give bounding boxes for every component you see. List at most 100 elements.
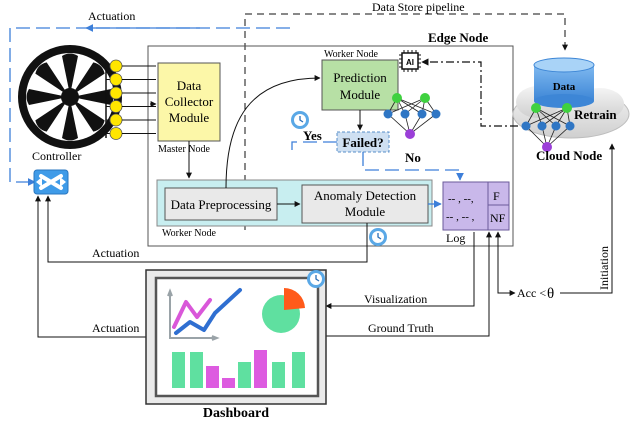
actuation-top-label: Actuation xyxy=(88,9,135,23)
database-icon: Data xyxy=(533,57,595,108)
database-label: Data xyxy=(553,81,576,93)
ground-truth-label: Ground Truth xyxy=(368,321,434,335)
retrain-label: Retrain xyxy=(574,107,617,122)
sensor-icon xyxy=(109,59,123,73)
actuation-mid-label: Actuation xyxy=(92,246,139,260)
anomaly-detection-module: Anomaly Detection Module xyxy=(301,184,429,224)
data-collector-line3: Module xyxy=(169,110,210,125)
data-preprocessing-module: Data Preprocessing xyxy=(164,187,278,221)
dashboard xyxy=(145,269,327,405)
nn-edge xyxy=(409,113,437,135)
nn-edge xyxy=(387,97,426,115)
no-label: No xyxy=(405,150,421,165)
data-store-pipeline: Data Store pipeline xyxy=(244,0,568,230)
nn-node xyxy=(565,121,575,131)
log-f: F xyxy=(493,189,500,203)
sensor-icon xyxy=(109,100,123,113)
prediction-line2: Module xyxy=(340,87,381,102)
anomaly-line1: Anomaly Detection xyxy=(314,188,417,203)
controller: Controller xyxy=(18,45,122,195)
nn-node xyxy=(521,121,531,131)
clock-icon-dashboard xyxy=(307,270,325,288)
failed-label: Failed? xyxy=(342,135,383,150)
data-store-pipeline-label: Data Store pipeline xyxy=(372,0,465,14)
dashboard-bar xyxy=(206,366,219,388)
fan-blades xyxy=(26,53,114,141)
nn-node xyxy=(431,109,441,119)
controller-switch-icon xyxy=(33,169,69,195)
nn-node xyxy=(400,109,410,119)
neural-network-icon-cloud xyxy=(521,103,575,152)
line-chart-icon xyxy=(167,288,242,341)
nn-node xyxy=(420,93,430,103)
no-path xyxy=(362,152,464,181)
log-label: Log xyxy=(446,231,465,245)
ground-truth-path xyxy=(326,231,492,337)
fan-blade xyxy=(62,53,78,95)
data-collector-line2: Collector xyxy=(165,94,214,109)
sensor-icon xyxy=(109,86,123,100)
nn-node xyxy=(537,121,547,131)
initiation-label: Initiation xyxy=(597,246,611,290)
bar-chart-icon xyxy=(172,350,305,388)
fan-hub xyxy=(61,88,79,106)
retrain-deploy-path xyxy=(421,58,518,127)
yes-label: Yes xyxy=(303,128,322,143)
dashboard-bar xyxy=(190,352,203,388)
nn-edge xyxy=(541,107,568,127)
visualization-label: Visualization xyxy=(364,292,427,306)
worker-node-top-label: Worker Node xyxy=(324,49,378,60)
actuation-top-path: Actuation xyxy=(9,9,290,186)
data-collector-module: Data Collector Module xyxy=(157,62,221,142)
log-store: -- , --, -- , -- , F NF xyxy=(442,181,510,231)
neural-network-icon-edge xyxy=(383,93,441,139)
arrow-preprocessing-to-prediction xyxy=(225,75,321,189)
nn-edge xyxy=(396,97,437,115)
dashboard-bar xyxy=(292,352,305,388)
clock-icon-prediction xyxy=(291,111,309,129)
fan-blade xyxy=(71,62,105,96)
nn-node xyxy=(551,121,561,131)
fan-blade xyxy=(35,98,69,132)
pie-chart-icon xyxy=(262,288,305,333)
yes-path xyxy=(291,141,337,150)
anomaly-line2: Module xyxy=(345,204,386,219)
clock-icon-anomaly xyxy=(369,228,387,246)
edge-node-border xyxy=(147,45,514,247)
nn-node xyxy=(531,103,541,113)
accuracy-label: Acc < xyxy=(517,286,546,300)
nn-edge xyxy=(525,107,568,127)
log-row2: -- , -- , xyxy=(446,211,475,223)
fan-blade xyxy=(72,89,114,105)
cloud-node-label: Cloud Node xyxy=(536,148,602,163)
dashboard-bar xyxy=(172,352,185,388)
actuation-bottom-path xyxy=(35,195,146,338)
failed-decision: Failed? xyxy=(336,131,390,153)
fan-blade xyxy=(35,62,69,96)
dashboard-bar xyxy=(238,362,251,388)
sensor-icon xyxy=(109,127,123,140)
nn-node xyxy=(383,109,393,119)
dashboard-bar xyxy=(272,362,285,388)
prediction-module: Prediction Module xyxy=(321,59,399,111)
initiation-path xyxy=(560,143,615,294)
sensor-array xyxy=(105,59,157,140)
data-collector-line1: Data xyxy=(177,78,202,93)
sensor-icon xyxy=(109,113,123,127)
dashboard-bar xyxy=(254,350,267,388)
nn-node xyxy=(405,129,415,139)
fan-blade xyxy=(71,98,105,132)
controller-label: Controller xyxy=(32,149,81,163)
log-to-accuracy-path xyxy=(495,231,516,296)
edge-node-label: Edge Node xyxy=(428,30,489,45)
dashboard-label: Dashboard xyxy=(203,406,269,421)
master-node-label: Master Node xyxy=(158,144,210,155)
log-row1: -- , --, xyxy=(448,193,474,205)
actuation-mid-path xyxy=(45,195,368,263)
nn-node xyxy=(562,103,572,113)
nn-edge xyxy=(546,125,571,148)
ai-chip-label: AI xyxy=(406,58,414,67)
nn-node xyxy=(417,109,427,119)
actuation-bottom-label: Actuation xyxy=(92,321,139,335)
